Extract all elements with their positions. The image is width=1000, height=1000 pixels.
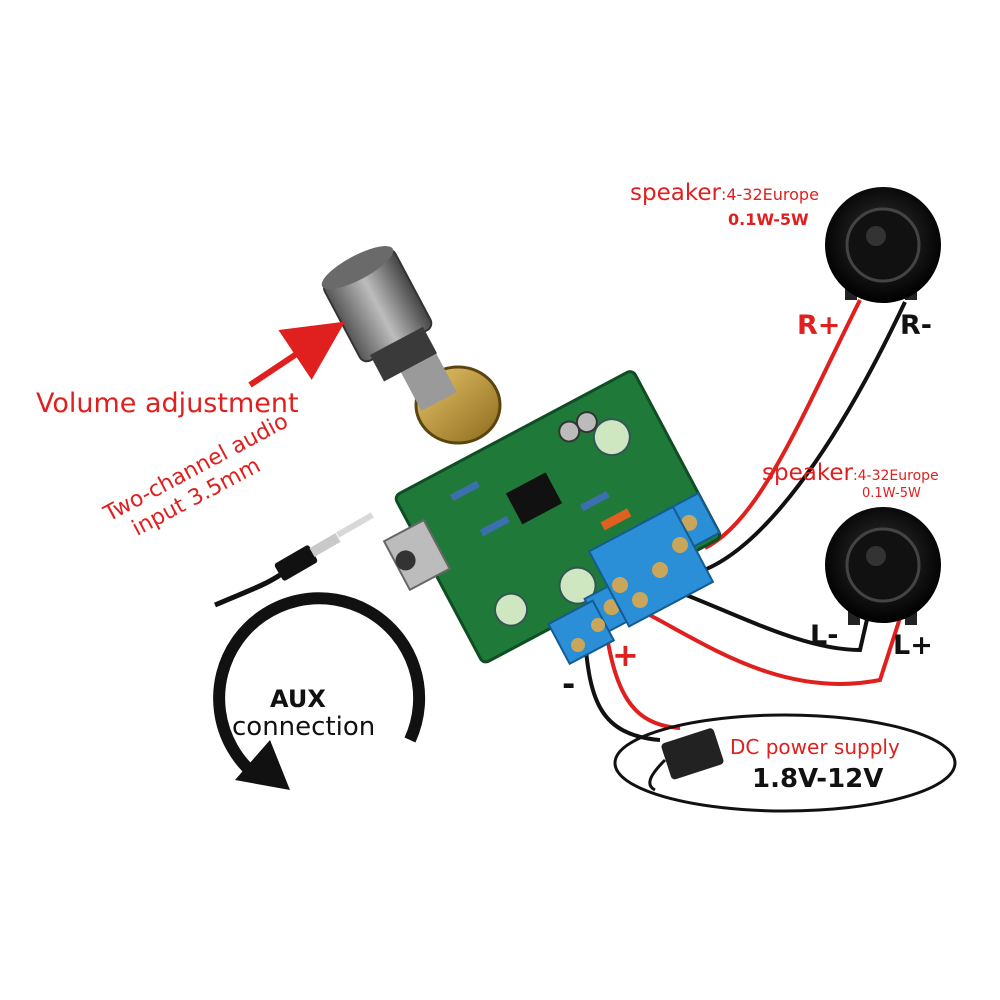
volume-label: Volume adjustment bbox=[36, 388, 299, 419]
power-plus-label: + bbox=[612, 636, 639, 674]
output-terminal-block bbox=[587, 505, 715, 628]
volume-knob bbox=[321, 246, 438, 382]
dc-supply-title: DC power supply bbox=[730, 735, 900, 759]
l-plus-label: L+ bbox=[893, 630, 933, 661]
aux-subtitle: connection bbox=[232, 712, 376, 742]
r-minus-label: R- bbox=[900, 310, 932, 341]
wire-r-plus bbox=[704, 299, 862, 550]
volume-arrow bbox=[248, 321, 345, 388]
dc-supply-range: 1.8V-12V bbox=[752, 764, 884, 794]
l-minus-label: L- bbox=[810, 620, 839, 651]
aux-circular-arrow bbox=[213, 592, 426, 790]
dc-supply-outline bbox=[613, 713, 957, 813]
power-minus-label: - bbox=[562, 665, 576, 703]
speaker-right-label: speaker:4-32Europe bbox=[630, 180, 819, 206]
power-terminal-block bbox=[547, 599, 616, 666]
audio-cable bbox=[214, 512, 374, 608]
aux-title: AUX bbox=[270, 685, 326, 713]
wire-power-plus bbox=[603, 624, 681, 730]
speaker-right-power: 0.1W-5W bbox=[728, 210, 809, 229]
speaker-left bbox=[825, 507, 941, 625]
speaker-left-label: speaker:4-32Europe bbox=[762, 460, 939, 486]
speaker-right bbox=[825, 187, 941, 303]
speaker-left-power: 0.1W-5W bbox=[862, 486, 921, 501]
power-adapter bbox=[648, 728, 724, 792]
wire-r-minus bbox=[687, 301, 907, 577]
amplifier-board bbox=[382, 370, 722, 664]
r-plus-label: R+ bbox=[797, 310, 841, 341]
wire-l-plus bbox=[639, 608, 902, 686]
